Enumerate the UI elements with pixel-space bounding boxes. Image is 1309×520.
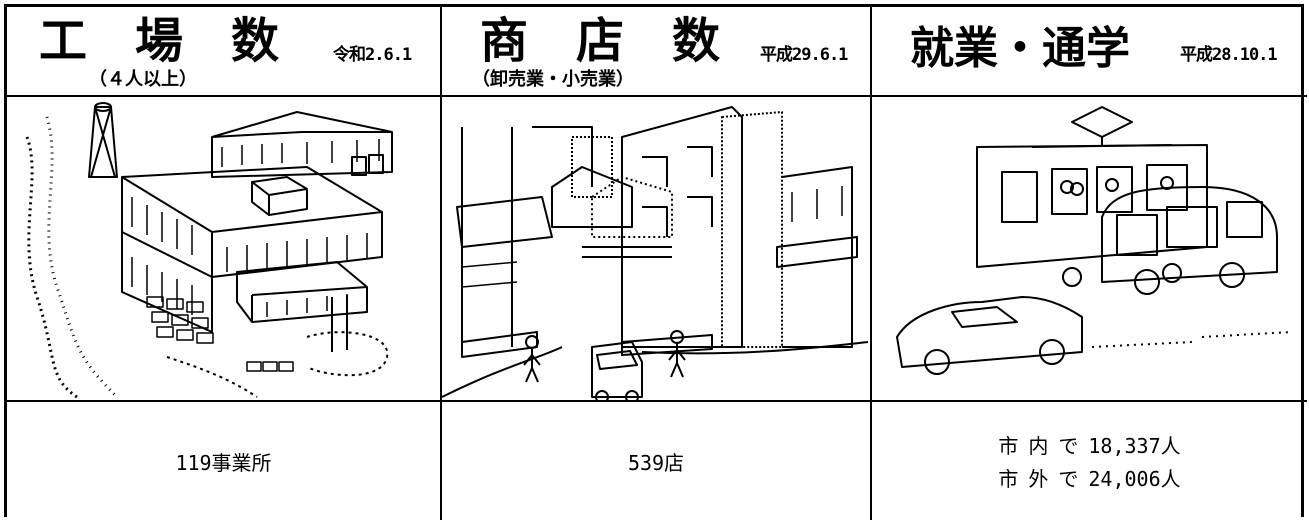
label-char: で <box>1058 434 1079 458</box>
factory-illustration-cell <box>7 97 442 402</box>
label-char: 市 <box>998 467 1019 491</box>
commute-date: 平成28.10.1 <box>1180 45 1278 65</box>
label-char: 内 <box>1028 434 1049 458</box>
shops-value-cell: 539店 <box>442 402 872 520</box>
commute-value-outside: 24,006人 <box>1088 467 1181 491</box>
commute-line-inside: 市 内 で 18,337人 <box>998 430 1180 459</box>
commute-value-cell: 市 内 で 18,337人 市 外 で 24,006人 <box>872 402 1307 520</box>
factories-value-cell: 119事業所 <box>7 402 442 520</box>
factories-header: 工 場 数 （４人以上） 令和2.6.1 <box>7 7 442 97</box>
statistics-table: 工 場 数 （４人以上） 令和2.6.1 商 店 数 （卸売業・小売業） 平成2… <box>4 4 1307 520</box>
shops-illustration <box>442 106 868 400</box>
label-char: 市 <box>998 434 1019 458</box>
factories-title: 工 場 数 <box>39 13 280 69</box>
shops-header: 商 店 数 （卸売業・小売業） 平成29.6.1 <box>442 7 872 97</box>
shops-illustration-cell <box>442 97 872 402</box>
shops-title: 商 店 数 <box>480 13 721 69</box>
shops-date: 平成29.6.1 <box>760 45 848 65</box>
commute-line-outside: 市 外 で 24,006人 <box>998 463 1180 492</box>
commute-header: 就業・通学 平成28.10.1 <box>872 7 1307 97</box>
factories-date: 令和2.6.1 <box>333 45 412 65</box>
shops-value: 539店 <box>627 450 685 475</box>
commute-title: 就業・通学 <box>910 23 1130 74</box>
factories-subtitle: （４人以上） <box>89 69 197 90</box>
factories-value: 119事業所 <box>175 450 272 475</box>
commute-illustration <box>896 106 1293 375</box>
shops-subtitle: （卸売業・小売業） <box>472 69 634 90</box>
commute-values: 市 内 で 18,337人 市 外 で 24,006人 <box>998 430 1180 492</box>
label-char: で <box>1058 467 1079 491</box>
commute-value-inside: 18,337人 <box>1088 434 1181 458</box>
label-char: 外 <box>1028 467 1049 491</box>
factory-illustration <box>25 102 393 399</box>
commute-illustration-cell <box>872 97 1307 402</box>
